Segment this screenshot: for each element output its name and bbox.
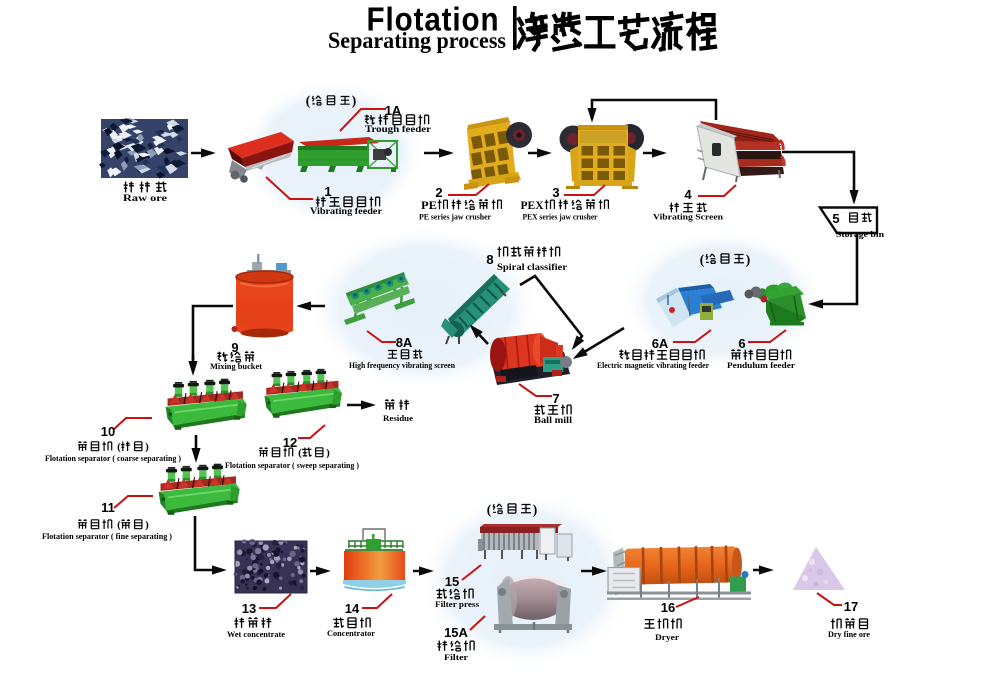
svg-text:PEX series jaw crusher: PEX series jaw crusher (523, 212, 598, 222)
svg-text:Separating process: Separating process (328, 28, 506, 53)
svg-text:14: 14 (345, 601, 360, 616)
svg-text:High frequency vibrating scree: High frequency vibrating screen (349, 360, 455, 370)
svg-text:Spiral classifier: Spiral classifier (497, 262, 567, 272)
svg-text:PE series jaw crusher: PE series jaw crusher (419, 212, 491, 222)
svg-text:Storage bin: Storage bin (836, 229, 884, 239)
svg-text:13: 13 (242, 601, 256, 616)
svg-text:Flotation separator ( fine sep: Flotation separator ( fine separating ) (42, 531, 172, 541)
svg-text:Vibrating Screen: Vibrating Screen (653, 212, 723, 222)
svg-text:15A: 15A (444, 625, 468, 640)
svg-text:3: 3 (552, 185, 559, 200)
svg-text:): ) (145, 519, 149, 531)
svg-text:): ) (746, 252, 751, 267)
svg-text:Electric magnetic vibrating fe: Electric magnetic vibrating feeder (597, 360, 709, 370)
svg-text:Raw ore: Raw ore (123, 194, 167, 204)
svg-text:Filter: Filter (444, 652, 468, 662)
svg-text:(: ( (487, 502, 492, 517)
svg-text:2: 2 (435, 185, 442, 200)
svg-text:): ) (145, 441, 149, 453)
svg-text:11: 11 (101, 500, 115, 515)
svg-text:): ) (326, 447, 330, 459)
svg-text:Wet concentrate: Wet concentrate (227, 629, 285, 639)
svg-text:Mixing bucket: Mixing bucket (210, 361, 262, 371)
svg-text:Flotation separator ( coarse s: Flotation separator ( coarse separating … (45, 453, 181, 463)
svg-text:10: 10 (101, 424, 115, 439)
svg-text:PEX: PEX (521, 198, 544, 212)
svg-text:8: 8 (486, 252, 493, 267)
svg-text:15: 15 (445, 574, 459, 589)
svg-text:6A: 6A (652, 336, 669, 351)
svg-text:(: ( (700, 252, 705, 267)
svg-text:Ball mill: Ball mill (534, 415, 573, 425)
svg-text:9: 9 (231, 340, 238, 355)
svg-text:(: ( (117, 441, 121, 453)
svg-text:1: 1 (324, 184, 331, 199)
svg-text:Vibrating feeder: Vibrating feeder (310, 206, 382, 216)
svg-text:(: ( (306, 93, 311, 108)
svg-text:PE: PE (421, 198, 437, 212)
svg-text:Residue: Residue (383, 413, 413, 423)
svg-text:5: 5 (832, 211, 839, 226)
svg-text:Pendulum feeder: Pendulum feeder (727, 360, 795, 370)
svg-text:7: 7 (552, 391, 559, 406)
svg-text:6: 6 (738, 336, 745, 351)
svg-text:Trough feeder: Trough feeder (365, 124, 431, 134)
svg-text:8A: 8A (396, 335, 413, 350)
svg-text:(: ( (298, 447, 302, 459)
svg-text:(: ( (117, 519, 121, 531)
svg-text:Concentrator: Concentrator (327, 628, 375, 638)
svg-text:): ) (352, 93, 357, 108)
svg-text:Flotation separator ( sweep se: Flotation separator ( sweep separating ) (225, 460, 359, 470)
svg-text:Flotation: Flotation (367, 1, 500, 38)
svg-text:17: 17 (844, 599, 858, 614)
svg-text:Dry fine ore: Dry fine ore (828, 629, 870, 639)
svg-text:4: 4 (684, 187, 692, 202)
svg-text:Filter press: Filter press (435, 599, 480, 609)
svg-text:16: 16 (661, 600, 675, 615)
svg-text:12: 12 (283, 435, 297, 450)
svg-text:Dryer: Dryer (655, 632, 679, 642)
svg-text:): ) (533, 502, 538, 517)
